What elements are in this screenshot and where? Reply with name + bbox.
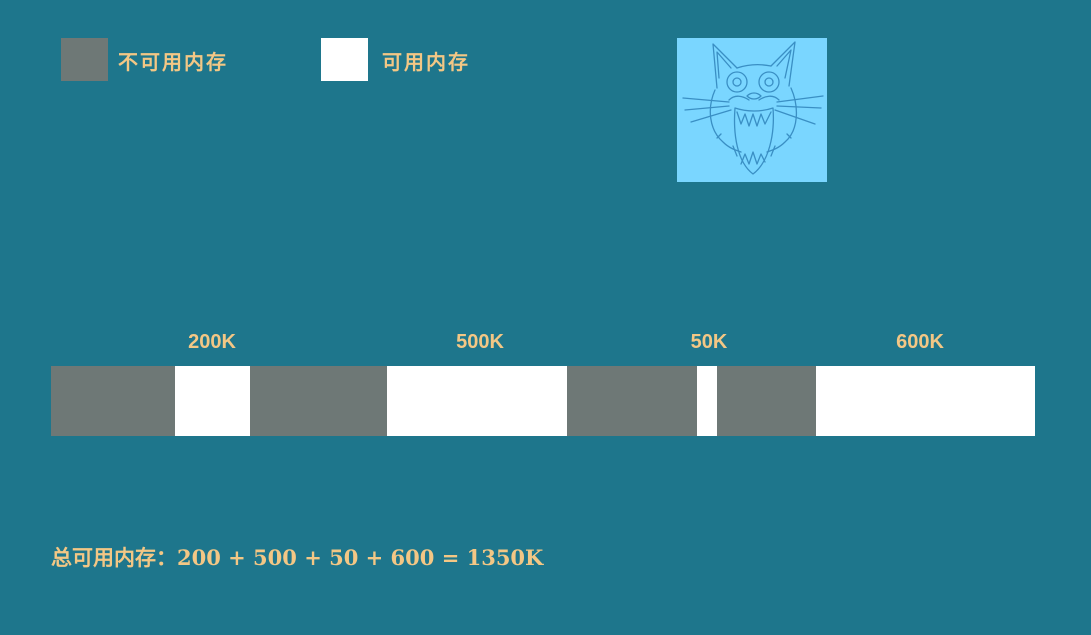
legend-swatch-available	[321, 38, 368, 81]
memory-block-available	[175, 366, 250, 436]
block-label-50k: 50K	[690, 331, 728, 353]
cat-sketch-icon	[682, 41, 824, 175]
legend-swatch-unavailable	[61, 38, 108, 81]
screaming-cat-image	[677, 38, 827, 182]
block-label-500k: 500K	[456, 331, 504, 353]
memory-block-unavailable	[250, 366, 387, 436]
legend-label-unavailable: 不可用内存	[118, 50, 228, 74]
block-label-200k: 200K	[188, 331, 236, 353]
memory-block-available	[697, 366, 717, 436]
memory-bar	[51, 366, 1035, 436]
total-available-memory-text: 总可用内存：200 + 500 + 50 + 600 = 1350K	[51, 545, 544, 570]
memory-block-unavailable	[51, 366, 175, 436]
memory-block-unavailable	[567, 366, 697, 436]
memory-block-available	[816, 366, 1035, 436]
block-label-600k: 600K	[896, 331, 944, 353]
legend-label-available: 可用内存	[382, 50, 470, 74]
memory-block-available	[387, 366, 567, 436]
memory-block-unavailable	[717, 366, 816, 436]
